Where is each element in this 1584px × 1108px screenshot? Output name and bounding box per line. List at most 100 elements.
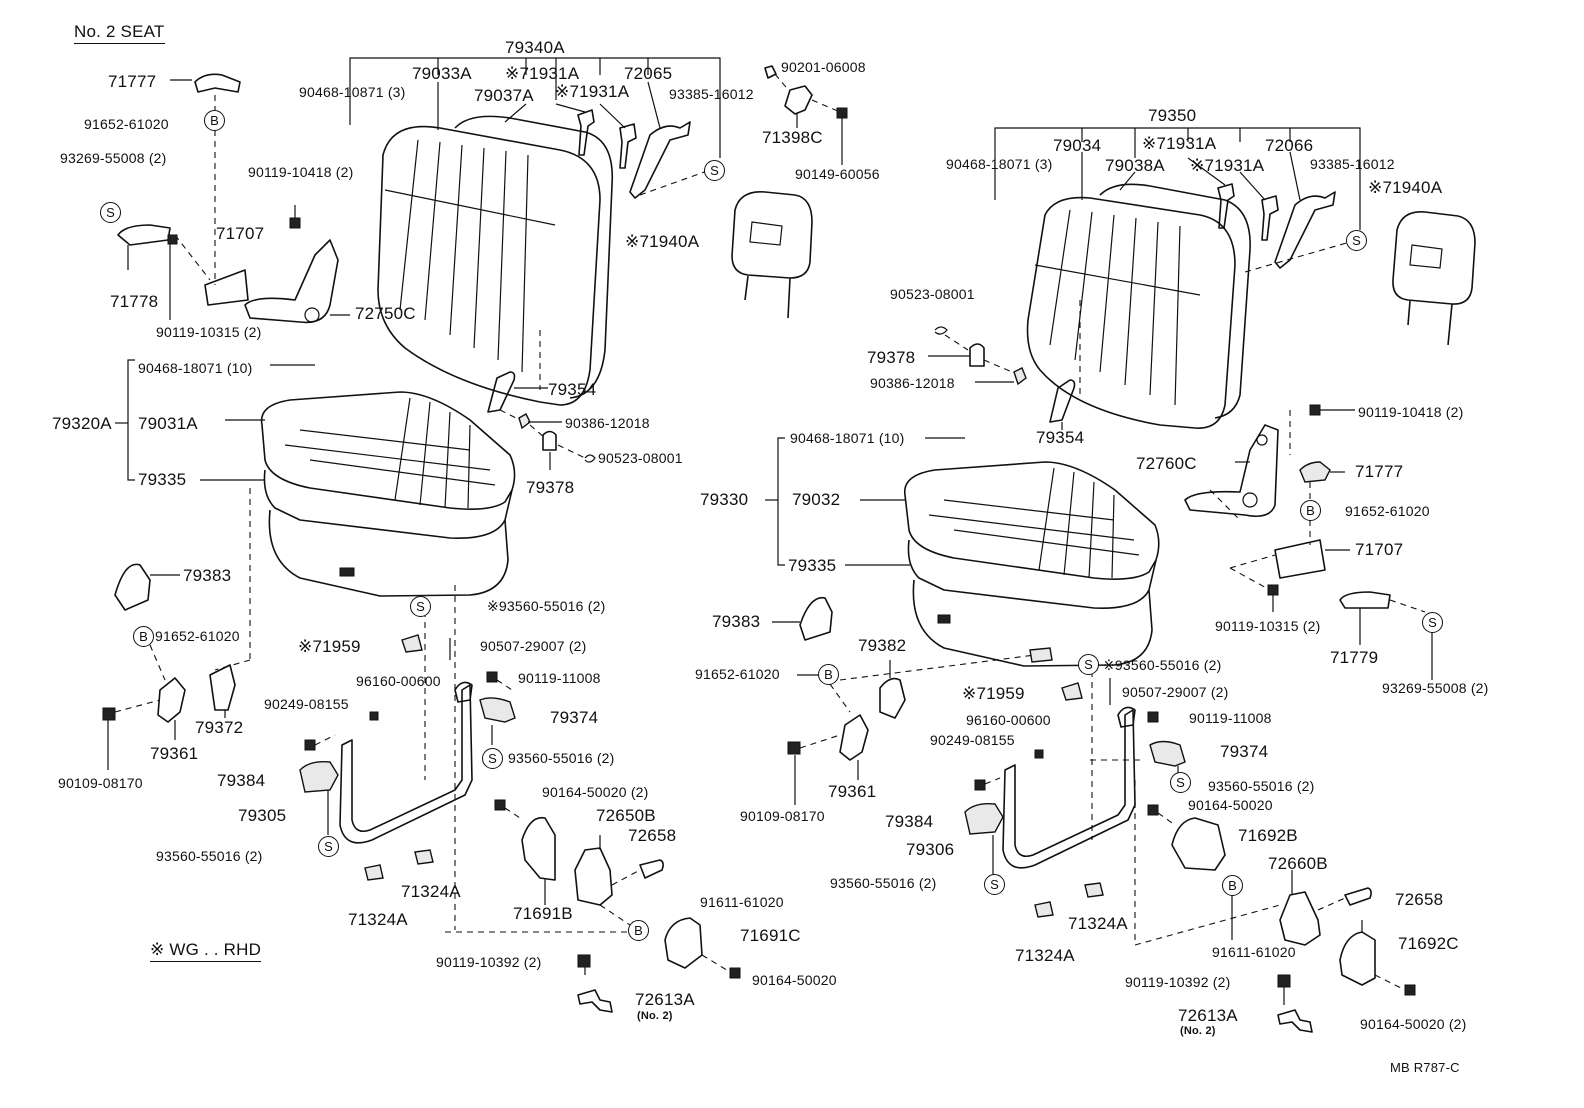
left-part-label: 91611-61020	[700, 894, 784, 910]
right-part-label: 90249-08155	[930, 732, 1015, 748]
reference-code: MB R787-C	[1390, 1060, 1460, 1075]
right-cushion-drawing	[765, 437, 1160, 667]
left-part-label: 71707	[216, 224, 265, 243]
left-part-label: ※93560-55016 (2)	[487, 598, 606, 614]
right-part-label: 90523-08001	[890, 286, 975, 302]
left-part-label: 90164-50020 (2)	[542, 784, 649, 800]
right-part-label: 79383	[712, 612, 761, 631]
right-part-label: 90119-10315 (2)	[1215, 618, 1321, 634]
left-part-label: 90119-11008	[518, 670, 601, 686]
left-part-label: 79335	[138, 470, 187, 489]
right-part-label: ※71940A	[1368, 178, 1443, 197]
right-part-label: 79032	[792, 490, 841, 509]
right-part-label: ※71931A	[1142, 134, 1217, 153]
left-part-label: 90507-29007 (2)	[480, 638, 587, 654]
left-symbol-b: B	[204, 110, 225, 131]
right-part-label: 71692B	[1238, 826, 1298, 845]
left-part-label: 79031A	[138, 414, 198, 433]
left-part-label: 93560-55016 (2)	[508, 750, 615, 766]
left-hog-ring-leader	[639, 169, 711, 196]
right-part-label: 71777	[1355, 462, 1404, 481]
left-part-label: 79037A	[474, 86, 534, 105]
right-part-label: 93269-55008 (2)	[1382, 680, 1489, 696]
left-symbol-b: B	[628, 920, 649, 941]
left-part-label: 90109-08170	[58, 775, 143, 791]
left-part-label: 79320A	[52, 414, 112, 433]
left-cushion-bracket-lines	[115, 359, 315, 481]
left-part-label: ※71940A	[625, 232, 700, 251]
left-part-label: 90386-12018	[565, 415, 650, 431]
right-part-label: 90119-11008	[1189, 710, 1272, 726]
left-part-label: 71691B	[513, 904, 573, 923]
right-side-hinge-parts	[1184, 404, 1433, 680]
right-part-label: 72658	[1395, 890, 1444, 909]
right-symbol-s: S	[1346, 230, 1367, 251]
left-symbol-s: S	[704, 160, 725, 181]
right-symbol-b: B	[1222, 875, 1243, 896]
right-back-lower-parts	[928, 326, 1076, 430]
left-part-label: 79383	[183, 566, 232, 585]
right-part-label: 91611-61020	[1212, 944, 1296, 960]
right-small-top-parts	[1217, 183, 1351, 273]
right-part-label: 72066	[1265, 136, 1314, 155]
left-part-label: 90119-10392 (2)	[436, 954, 542, 970]
right-lower-mount-parts	[772, 596, 1036, 805]
left-symbol-s: S	[100, 202, 121, 223]
left-side-hinge-parts	[117, 73, 350, 324]
right-part-label: ※93560-55016 (2)	[1103, 657, 1222, 673]
right-part-label: 90119-10418 (2)	[1358, 404, 1464, 420]
left-part-label: 90249-08155	[264, 696, 349, 712]
right-part-label: 96160-00600	[966, 712, 1051, 728]
right-symbol-b: B	[1300, 500, 1321, 521]
left-part-label: ※71931A	[505, 64, 580, 83]
left-part-label: ※71959	[298, 637, 361, 656]
right-part-label: 79382	[858, 636, 907, 655]
right-part-label: 71779	[1330, 648, 1379, 667]
left-part-label: 90468-10871 (3)	[299, 84, 406, 100]
right-part-label: 72660B	[1268, 854, 1328, 873]
right-part-label: 79038A	[1105, 156, 1165, 175]
right-part-label: 91652-61020	[695, 666, 780, 682]
left-part-label: 79384	[217, 771, 266, 790]
left-part-label: 90201-06008	[781, 59, 866, 75]
left-part-label: 79361	[150, 744, 199, 763]
right-part-label: 79330	[700, 490, 749, 509]
left-part-label: 72065	[624, 64, 673, 83]
right-part-label: 91652-61020	[1345, 503, 1430, 519]
diagram-title: No. 2 SEAT	[74, 22, 165, 44]
right-part-label: 90164-50020 (2)	[1360, 1016, 1467, 1032]
right-symbol-s: S	[1170, 772, 1191, 793]
left-frame-drawing	[299, 585, 516, 930]
left-part-label: 71398C	[762, 128, 823, 147]
left-part-label: 93385-16012	[669, 86, 754, 102]
left-part-label: 90164-50020	[752, 972, 837, 988]
left-part-label: 72750C	[355, 304, 416, 323]
left-part-label: 71778	[110, 292, 159, 311]
right-part-label: 79354	[1036, 428, 1085, 447]
left-symbol-s: S	[318, 836, 339, 857]
left-part-label: 71777	[108, 72, 157, 91]
left-part-label: 90149-60056	[795, 166, 880, 182]
left-part-label: 90523-08001	[598, 450, 683, 466]
right-part-label: 90507-29007 (2)	[1122, 684, 1229, 700]
left-part-label: 79378	[526, 478, 575, 497]
left-part-label: 79305	[238, 806, 287, 825]
left-part-label: ※71931A	[555, 82, 630, 101]
right-part-label: 72613A	[1178, 1006, 1238, 1025]
left-small-top-parts	[577, 65, 848, 199]
left-part-label: 93269-55008 (2)	[60, 150, 167, 166]
right-part-label: 79034	[1053, 136, 1102, 155]
right-part-label: 79335	[788, 556, 837, 575]
right-part-label: ※71959	[962, 684, 1025, 703]
right-part-label: 90468-18071 (10)	[790, 430, 905, 446]
left-part-label: 71324A	[401, 882, 461, 901]
left-lower-mount-parts	[102, 488, 251, 770]
left-part-label: 93560-55016 (2)	[156, 848, 263, 864]
right-symbol-s: S	[1078, 654, 1099, 675]
right-part-label: 90468-18071 (3)	[946, 156, 1053, 172]
right-part-label: 79378	[867, 348, 916, 367]
left-part-label: 90468-18071 (10)	[138, 360, 253, 376]
left-symbol-s: S	[410, 596, 431, 617]
